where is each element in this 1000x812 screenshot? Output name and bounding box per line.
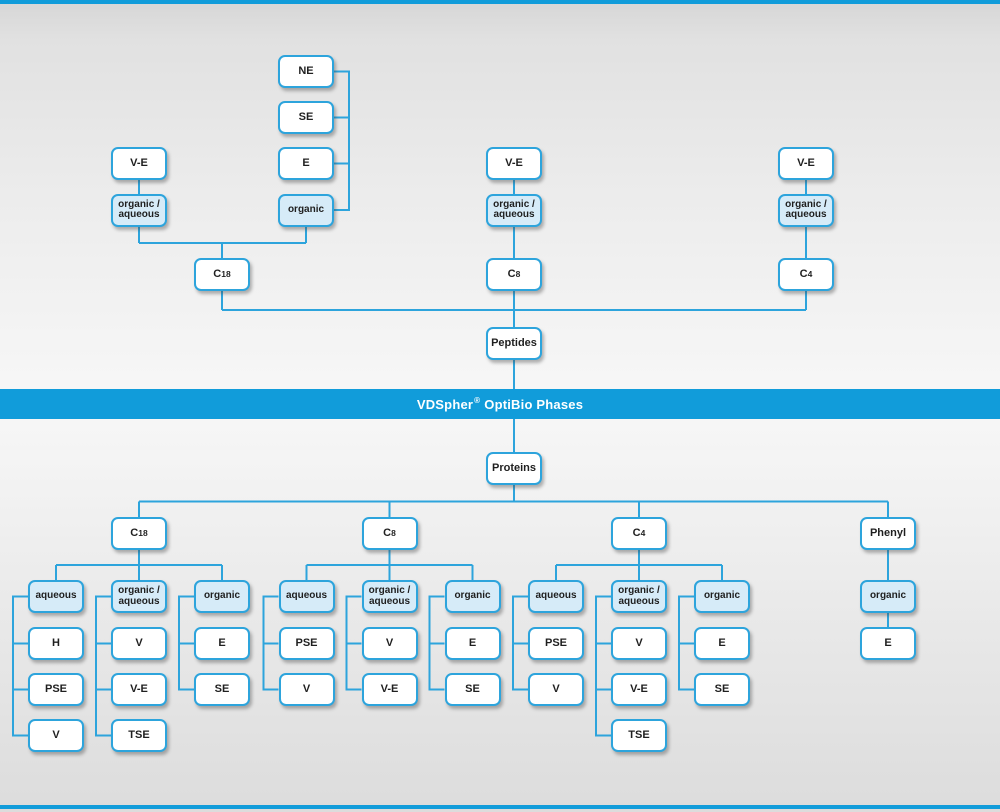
bracket-c18-organic-aqueous bbox=[95, 595, 111, 737]
bracket-c4-organic bbox=[678, 595, 694, 691]
banner-vdspher-optibio-phases: VDSpher®OptiBio Phases bbox=[0, 389, 1000, 419]
node-phase-c18-oa-v: V bbox=[111, 627, 167, 660]
node-phase-c8-v: V bbox=[278, 673, 335, 706]
node-peptides: Peptides bbox=[486, 327, 542, 360]
node-phase-c8-pse: PSE bbox=[278, 627, 335, 660]
node-column-phenyl: Phenyl bbox=[860, 517, 916, 550]
banner-suffix: OptiBio Phases bbox=[484, 396, 584, 412]
registered-trademark-symbol: ® bbox=[474, 395, 481, 405]
node-eluent-c8-aqueous: aqueous bbox=[278, 580, 335, 613]
node-phase-c4-oa-ve: V-E bbox=[611, 673, 667, 706]
node-phase-c4-oa-v: V bbox=[611, 627, 667, 660]
bracket-c8-organic-aqueous bbox=[345, 595, 362, 691]
node-phase-c4-org-e: E bbox=[694, 627, 750, 660]
node-eluent-c18-organic: organic bbox=[194, 580, 250, 613]
node-phase-c18-pse: PSE bbox=[28, 673, 84, 706]
node-phase-c18-v: V bbox=[28, 719, 84, 752]
node-phase-ne: NE bbox=[278, 55, 334, 88]
node-eluent-c8-organic-aqueous: organic / aqueous bbox=[361, 580, 418, 613]
node-eluent-organic-aqueous-top-c4: organic / aqueous bbox=[778, 193, 834, 227]
node-phase-c18-oa-tse: TSE bbox=[111, 719, 167, 752]
node-eluent-c18-aqueous: aqueous bbox=[28, 580, 84, 613]
node-eluent-organic-aqueous-top-c8: organic / aqueous bbox=[486, 193, 542, 227]
bracket-c8-organic bbox=[428, 595, 445, 691]
banner-brand: VDSpher bbox=[416, 396, 474, 412]
node-phase-c18-org-e: E bbox=[194, 627, 250, 660]
node-phase-c8-oa-v: V bbox=[361, 627, 418, 660]
node-phase-c4-v: V bbox=[528, 673, 584, 706]
bracket-c18-aqueous bbox=[12, 595, 28, 737]
node-eluent-c18-organic-aqueous: organic / aqueous bbox=[111, 580, 167, 613]
node-eluent-organic-top-c18: organic bbox=[278, 193, 334, 227]
top-edge-bar bbox=[0, 0, 1000, 4]
node-eluent-c4-aqueous: aqueous bbox=[528, 580, 584, 613]
node-eluent-c8-organic: organic bbox=[444, 580, 501, 613]
bracket-c8-aqueous bbox=[262, 595, 279, 691]
bottom-edge-bar bbox=[0, 805, 1000, 809]
node-phase-c4-pse: PSE bbox=[528, 627, 584, 660]
node-phase-c4-org-se: SE bbox=[694, 673, 750, 706]
node-eluent-organic-aqueous-top-c18: organic / aqueous bbox=[111, 193, 167, 227]
node-proteins: Proteins bbox=[486, 452, 542, 485]
node-phase-c8-oa-ve: V-E bbox=[361, 673, 418, 706]
node-phase-c8-org-e: E bbox=[444, 627, 501, 660]
node-phase-c18-oa-ve: V-E bbox=[111, 673, 167, 706]
node-phase-se: SE bbox=[278, 101, 334, 134]
node-phase-e: E bbox=[278, 147, 334, 180]
node-phase-c8-org-se: SE bbox=[444, 673, 501, 706]
node-phase-c18-org-se: SE bbox=[194, 673, 250, 706]
bracket-c18-organic bbox=[178, 595, 194, 691]
node-eluent-c4-organic: organic bbox=[694, 580, 750, 613]
node-eluent-phenyl-organic: organic bbox=[860, 580, 916, 613]
bracket-c4-organic-aqueous bbox=[595, 595, 611, 737]
node-phase-c18-h: H bbox=[28, 627, 84, 660]
node-phase-ve-top-c4: V-E bbox=[778, 147, 834, 180]
bracket-c4-aqueous bbox=[512, 595, 528, 691]
node-eluent-c4-organic-aqueous: organic / aqueous bbox=[611, 580, 667, 613]
node-phase-ve-top-c8: V-E bbox=[486, 147, 542, 180]
node-phase-ve-top-c18: V-E bbox=[111, 147, 167, 180]
node-phase-phenyl-e: E bbox=[860, 627, 916, 660]
node-phase-c4-oa-tse: TSE bbox=[611, 719, 667, 752]
connector-top-organic-bracket bbox=[333, 70, 350, 211]
